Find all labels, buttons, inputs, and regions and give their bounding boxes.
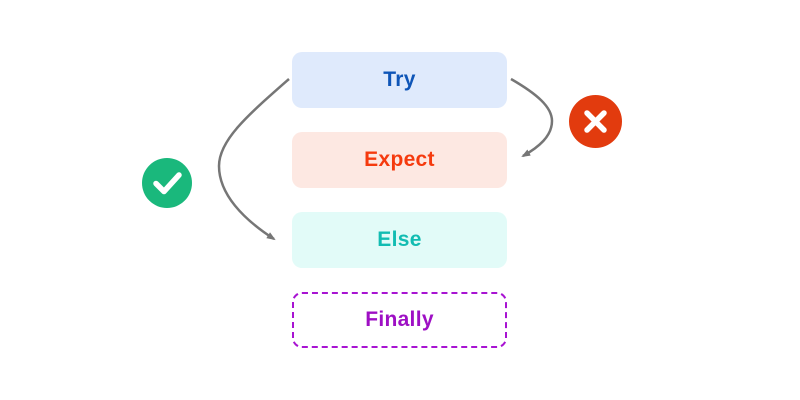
arrow-try-to-expect — [510, 77, 554, 158]
node-expect: Expect — [292, 132, 507, 188]
node-finally-label: Finally — [365, 308, 434, 331]
arrow-try-to-else — [217, 78, 290, 241]
node-finally: Finally — [292, 292, 507, 348]
node-expect-label: Expect — [364, 148, 435, 171]
success-badge — [142, 158, 192, 208]
error-badge — [569, 95, 622, 148]
node-else-label: Else — [377, 228, 422, 251]
node-try: Try — [292, 52, 507, 108]
check-icon — [153, 172, 182, 195]
node-else: Else — [292, 212, 507, 268]
node-try-label: Try — [383, 68, 416, 91]
x-icon — [584, 110, 607, 133]
